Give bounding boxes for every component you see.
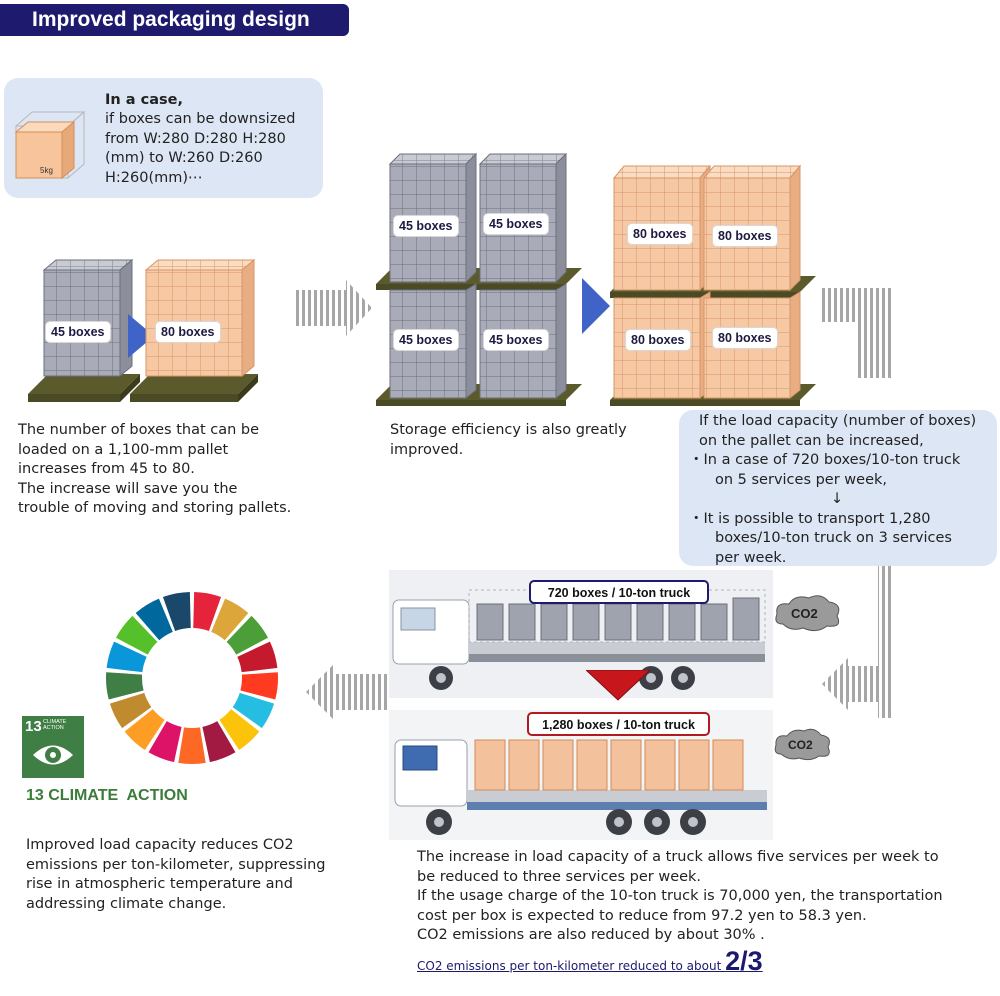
case-info-line: if boxes can be downsized: [105, 111, 296, 127]
truck-text-line: cost per box is expected to reduce from …: [417, 907, 867, 924]
sdg-wheel-segment: [211, 598, 249, 641]
climate-description: Improved load capacity reduces CO2 emiss…: [26, 836, 326, 914]
down-arrow-icon: ↓: [831, 491, 844, 507]
pallet-label-45: 45 boxes: [484, 214, 548, 234]
box-icon: 5kg: [14, 110, 86, 180]
storage-peach-stack: [610, 164, 816, 406]
climate-text-line: Improved load capacity reduces CO2: [26, 837, 294, 853]
pallet-label-45: 45 boxes: [484, 330, 548, 350]
case-info-text: if boxes can be downsized from W:280 D:2…: [105, 110, 295, 188]
sdg-wheel-segment: [109, 692, 152, 729]
sdg13-text-line: CLIMATE: [43, 719, 67, 725]
sdg-wheel-segment: [240, 672, 278, 700]
footnote-value: 2/3: [725, 946, 763, 976]
sdg-wheel-segment: [135, 598, 173, 641]
sdg-wheel-segment: [193, 592, 222, 631]
sdg-wheel-segment: [202, 721, 236, 763]
pallet-text-line: increases from 45 to 80.: [18, 461, 195, 477]
page-title: Improved packaging design: [0, 4, 349, 36]
eye-globe-icon: [33, 745, 73, 765]
box-weight-label: 5kg: [40, 166, 53, 175]
pallet-label-45: 45 boxes: [46, 322, 110, 342]
triangle-arrow-icon: [582, 278, 610, 334]
co2-reduction-footnote: CO2 emissions per ton-kilometer reduced …: [417, 946, 763, 977]
climate-text-line: addressing climate change.: [26, 895, 227, 912]
truck-text-line: be reduced to three services per week.: [417, 868, 702, 885]
pallet-label-80: 80 boxes: [156, 322, 220, 342]
load-line: If the load capacity (number of boxes): [699, 413, 977, 429]
pallet-label-45: 45 boxes: [394, 330, 458, 350]
sdg13-number: 13: [25, 718, 42, 735]
striped-connector-icon: [822, 566, 894, 718]
load-line: ・It is possible to transport 1,280: [689, 510, 931, 527]
load-capacity-box: [679, 410, 997, 566]
sdg-wheel-segment: [226, 615, 269, 655]
pallet-text-line: The number of boxes that can be: [18, 422, 260, 438]
load-capacity-text: If the load capacity (number of boxes) o…: [689, 412, 995, 568]
sdg-wheel-icon: [105, 592, 278, 764]
truck-text-line: If the usage charge of the 10-ton truck …: [417, 888, 943, 904]
sdg-wheel-segment: [115, 615, 158, 655]
triangle-arrow-icon: [128, 314, 154, 358]
sdg-wheel-segment: [106, 641, 147, 673]
truck-description: The increase in load capacity of a truck…: [417, 848, 943, 946]
case-info-line: H:260(mm)⋯: [105, 169, 203, 186]
co2-label: CO2: [788, 738, 813, 752]
truck-text-line: The increase in load capacity of a truck…: [417, 849, 939, 865]
pallet-label-80: 80 boxes: [626, 330, 690, 350]
truck-text-line: CO2 emissions are also reduced by about …: [417, 927, 765, 943]
pallet-label-80: 80 boxes: [713, 328, 777, 348]
sdg-wheel-segment: [237, 641, 278, 673]
striped-connector-icon: [822, 288, 892, 378]
co2-cloud-icon: CO2: [775, 595, 840, 632]
pallet-label-80: 80 boxes: [713, 226, 777, 246]
case-info-line: (mm) to W:260 D:260: [105, 150, 263, 166]
truck-label-1280: 1,280 boxes / 10-ton truck: [527, 712, 710, 736]
co2-cloud-icon: CO2: [774, 728, 830, 761]
load-line: ・In a case of 720 boxes/10-ton truck: [689, 452, 961, 468]
load-line: per week.: [715, 549, 787, 566]
sdg-wheel-segment: [178, 727, 206, 764]
sdg-wheel-segment: [105, 672, 144, 700]
case-info-line: from W:280 D:280 H:280: [105, 130, 286, 147]
truck-label-720: 720 boxes / 10-ton truck: [529, 580, 709, 604]
footnote-text: CO2 emissions per ton-kilometer reduced …: [417, 959, 726, 973]
pallet-text-line: loaded on a 1,100-mm pallet: [18, 441, 229, 458]
sdg-wheel-segment: [124, 709, 165, 750]
sdg-wheel-segment: [219, 709, 260, 750]
sdg13-text-line: ACTION: [43, 725, 64, 731]
truck-720-icon: [392, 589, 766, 690]
storage-description: Storage efficiency is also greatly impro…: [390, 421, 627, 460]
load-line: on 5 services per week,: [715, 471, 888, 488]
climate-text-line: emissions per ton-kilometer, suppressing: [26, 856, 326, 873]
striped-arrow-icon: [296, 280, 372, 336]
pallet-45-boxes: [28, 258, 140, 402]
red-down-triangle-icon: [586, 670, 650, 701]
sdg13-caption: 13 CLIMATE ACTION: [26, 787, 188, 804]
sdg-wheel-segment: [232, 692, 275, 729]
sdg-wheel-segment: [162, 592, 191, 631]
pallet-text-line: trouble of moving and storing pallets.: [18, 500, 292, 516]
load-line: boxes/10-ton truck on 3 services: [715, 530, 952, 546]
storage-gray-stack: [376, 152, 582, 406]
storage-text-line: Storage efficiency is also greatly: [390, 422, 627, 438]
storage-text-line: improved.: [390, 441, 464, 458]
sdg-wheel-segment: [148, 721, 182, 763]
pallet-text-line: The increase will save you the: [18, 480, 238, 497]
case-info-heading: In a case,: [105, 92, 183, 108]
co2-label: CO2: [791, 606, 818, 621]
truck-1280-icon: [394, 739, 767, 835]
sdg13-icon: 13 CLIMATE ACTION: [22, 716, 84, 778]
pallet-label-45: 45 boxes: [394, 216, 458, 236]
climate-text-line: rise in atmospheric temperature and: [26, 876, 293, 892]
striped-arrow-left-icon: [306, 664, 390, 720]
load-line: on the pallet can be increased,: [699, 432, 924, 449]
pallet-description: The number of boxes that can be loaded o…: [18, 421, 291, 519]
sdg13-text: CLIMATE ACTION: [43, 719, 66, 731]
pallet-label-80: 80 boxes: [628, 224, 692, 244]
